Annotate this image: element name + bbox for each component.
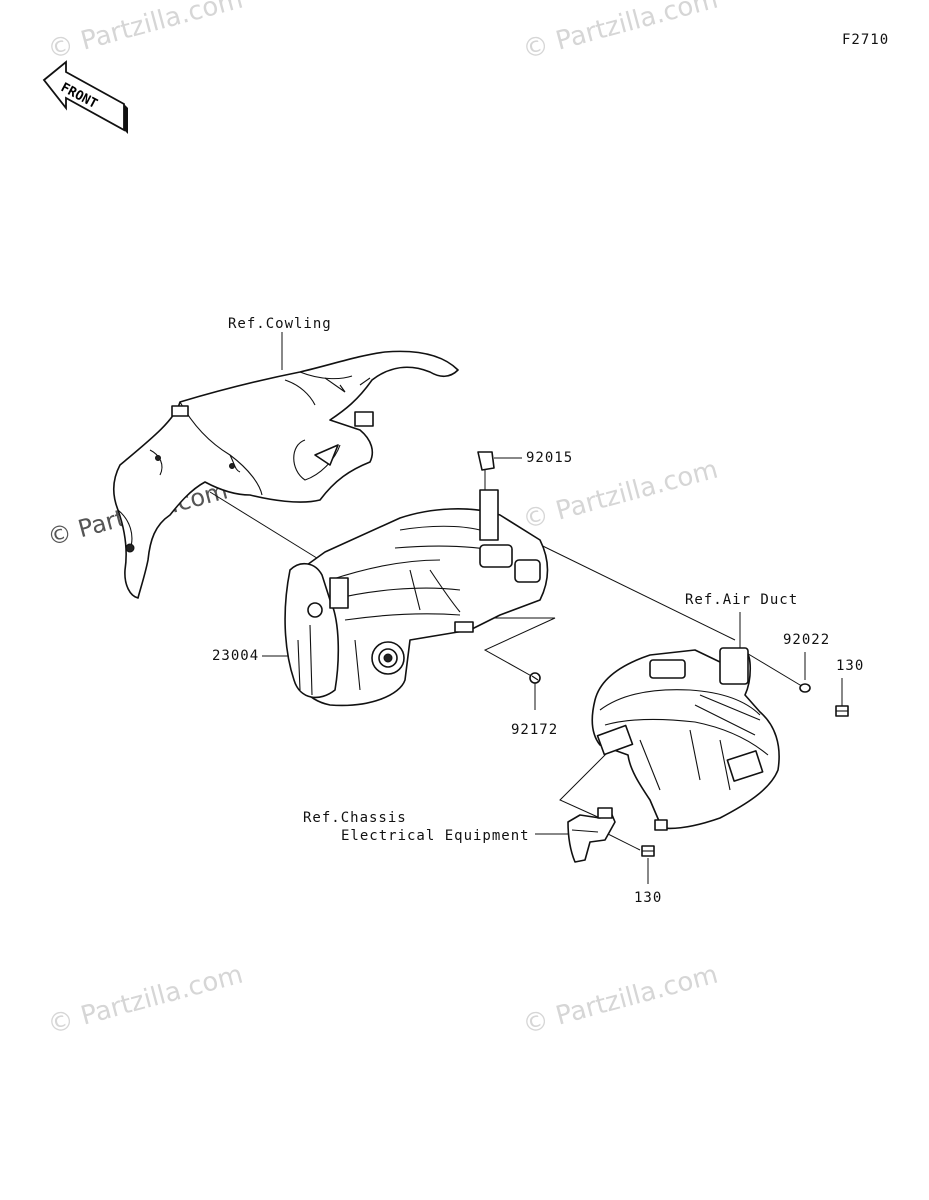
label-130-lower: 130: [634, 890, 663, 906]
label-92172: 92172: [511, 722, 559, 738]
label-ref-air-duct: Ref.Air Duct: [685, 592, 799, 608]
chassis-bracket-part: [567, 807, 616, 863]
headlight-assembly-part: [284, 489, 549, 707]
washer-92022-part: [799, 683, 811, 693]
label-ref-chassis: Ref.Chassis: [303, 810, 407, 826]
screw-92172-part: [529, 672, 541, 684]
front-arrow-icon: FRONT: [42, 60, 128, 134]
figure-code: F2710: [842, 32, 890, 48]
cowling-part: [112, 350, 459, 599]
label-92015: 92015: [526, 450, 574, 466]
bolt-130-upper-part: [835, 705, 849, 717]
bolt-130-lower-part: [641, 845, 655, 857]
label-92022: 92022: [783, 632, 831, 648]
clip-92015-part: [477, 451, 495, 471]
label-ref-cowling: Ref.Cowling: [228, 316, 332, 332]
air-duct-part: [591, 647, 780, 831]
label-electrical-equipment: Electrical Equipment: [341, 828, 530, 844]
label-23004: 23004: [212, 648, 260, 664]
label-130-upper: 130: [836, 658, 865, 674]
